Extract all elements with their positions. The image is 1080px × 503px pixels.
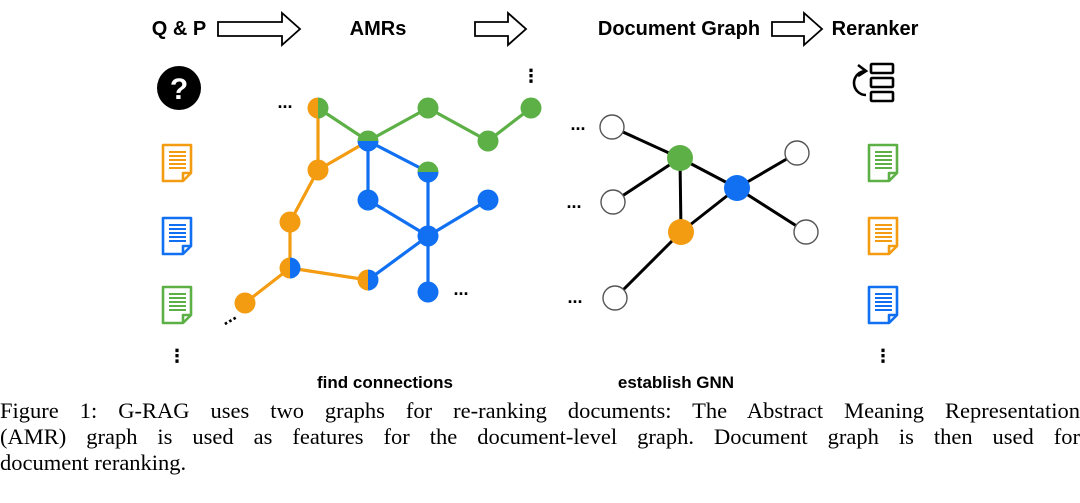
amr-node	[307, 159, 329, 181]
amr-node	[307, 97, 329, 119]
amr-node	[417, 161, 439, 183]
amr-node	[520, 97, 542, 119]
caption-line: Figure 1: G-RAG uses two graphs for re-r…	[0, 398, 1080, 423]
stage-label-document-graph: Document Graph	[598, 18, 760, 40]
doc-graph-sublabel: establish GNN	[618, 373, 734, 390]
doc-graph-node	[793, 219, 819, 245]
doc-graph-node	[599, 114, 625, 140]
stage-label-reranker: Reranker	[832, 18, 919, 40]
stage-label-amrs: AMRs	[350, 18, 407, 40]
svg-text:?: ?	[170, 73, 188, 106]
g-rag-figure: Q & P AMRs Document Graph Reranker ? ⋮ ⋮…	[152, 10, 919, 390]
doc-graph-node	[784, 140, 810, 166]
amr-vertical-ellipsis: ⋮	[522, 66, 540, 86]
doc-graph-ellipsis: ...	[566, 192, 581, 212]
doc-graph-node	[724, 175, 750, 201]
amr-ellipsis: ...	[277, 92, 292, 112]
amr-edge	[289, 266, 369, 282]
amr-node	[417, 97, 439, 119]
arrow-right-icon	[771, 10, 824, 48]
amr-graph	[234, 97, 542, 314]
stage-label-qp: Q & P	[152, 18, 206, 40]
doc-graph-node	[600, 189, 626, 215]
amr-edge	[427, 106, 489, 143]
amr-node	[234, 292, 256, 314]
doc-graph-ellipsis: ...	[567, 287, 582, 307]
amr-edge	[367, 234, 429, 282]
doc-graph-node	[668, 219, 694, 245]
amr-node	[477, 189, 499, 211]
caption-line: document reranking.	[0, 450, 187, 475]
amr-node	[357, 269, 379, 291]
arrow-right-icon	[474, 10, 528, 48]
right-vertical-ellipsis: ⋮	[874, 346, 892, 366]
rerank-list-icon	[852, 62, 895, 103]
amr-edge	[367, 139, 429, 174]
amr-node	[357, 189, 379, 211]
amr-node	[279, 257, 301, 279]
doc-graph-node	[667, 145, 693, 171]
amr-node	[417, 281, 439, 303]
amr-sublabel: find connections	[317, 373, 453, 390]
caption-line: (AMR) graph is used as features for the …	[0, 424, 1080, 449]
question-circle-icon: ?	[157, 66, 201, 110]
arrow-right-icon	[217, 10, 302, 48]
amr-node	[357, 130, 379, 152]
amr-edge	[367, 106, 429, 143]
document-graph	[599, 114, 819, 311]
doc-graph-node	[602, 285, 628, 311]
document-icon	[161, 143, 193, 183]
doc-graph-edge	[612, 156, 681, 204]
document-icon	[867, 285, 899, 325]
figure-caption: Figure 1: G-RAG uses two graphs for re-r…	[0, 398, 1080, 476]
document-icon	[161, 285, 193, 325]
document-icon	[867, 216, 899, 256]
amr-node	[279, 211, 301, 233]
amr-ellipsis: ...	[453, 279, 468, 299]
document-icon	[867, 143, 899, 183]
left-vertical-ellipsis: ⋮	[168, 346, 186, 366]
amr-edge	[427, 198, 489, 238]
amr-node	[417, 225, 439, 247]
document-icon	[161, 216, 193, 256]
amr-node	[477, 130, 499, 152]
doc-graph-edge	[736, 186, 807, 234]
doc-graph-edge	[613, 230, 683, 300]
doc-graph-ellipsis: ...	[570, 114, 585, 134]
amr-edge	[367, 198, 429, 238]
